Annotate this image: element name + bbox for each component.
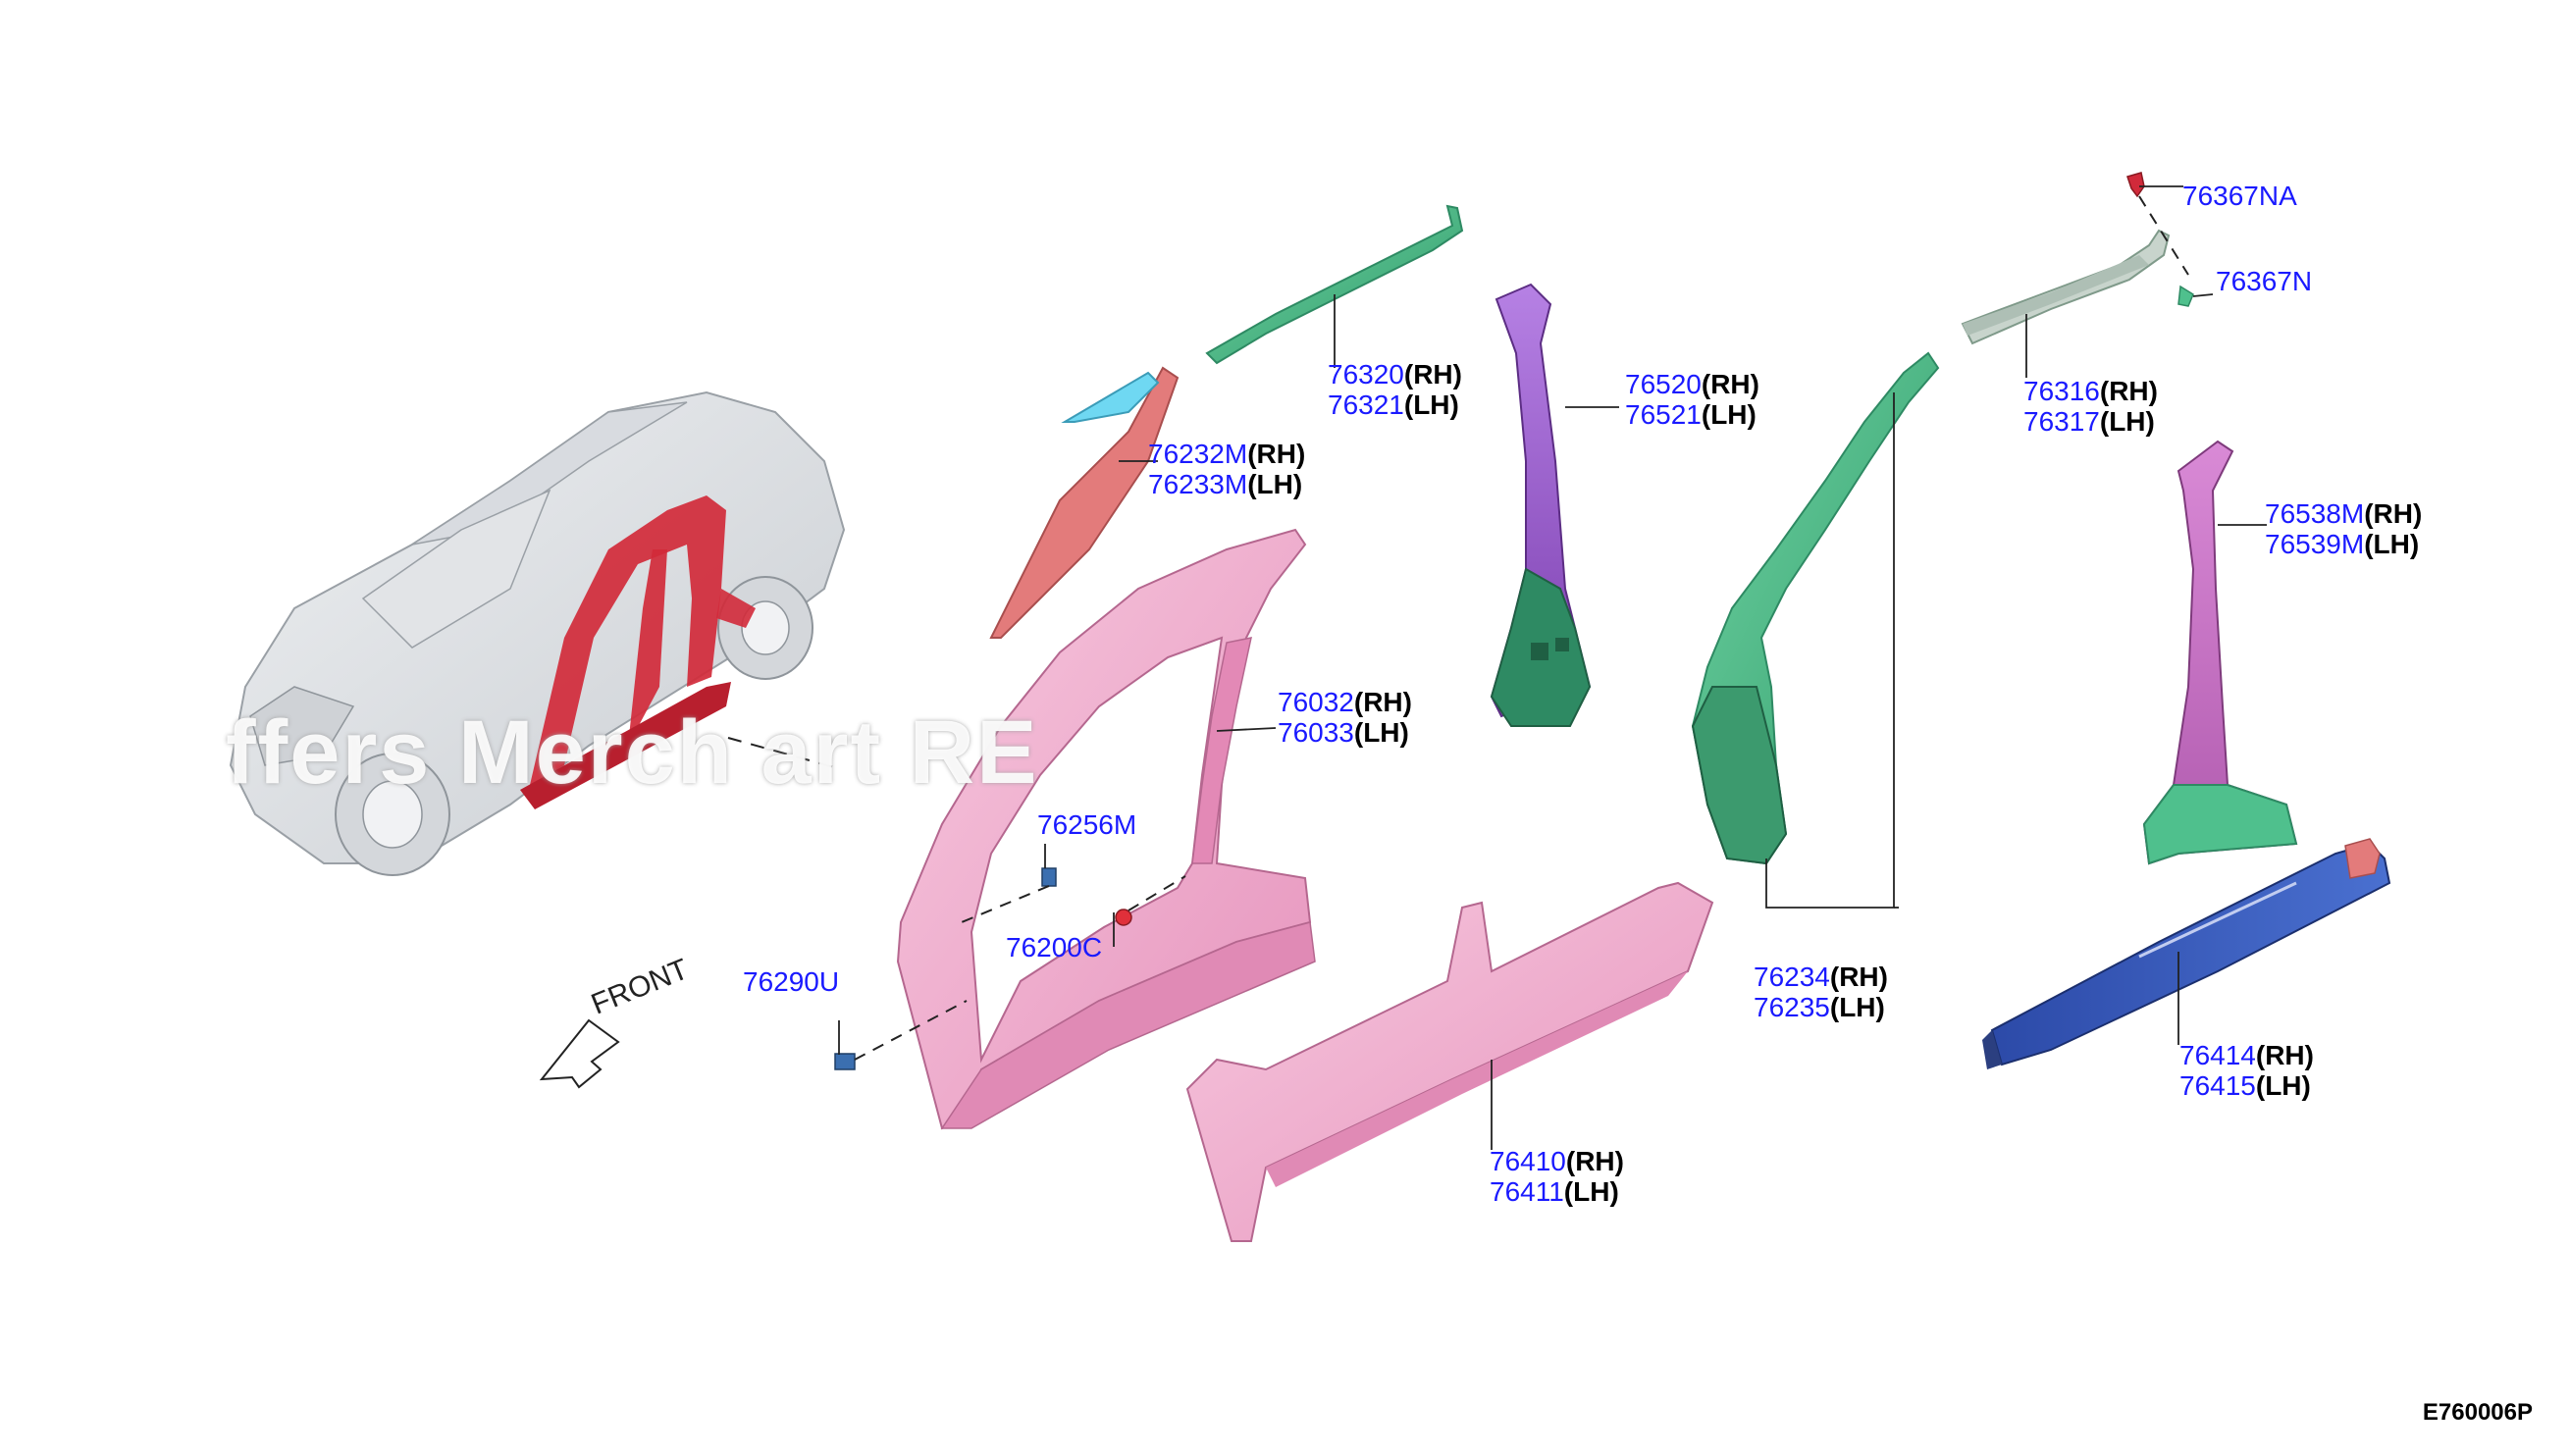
part-76232m-a-pillar-reinforcement: [989, 366, 1180, 639]
part-number: 76316: [2023, 376, 2100, 406]
side-label: (LH): [1403, 390, 1459, 420]
side-label: (RH): [1565, 1146, 1624, 1176]
callout-76367na: 76367NA: [2182, 181, 2297, 211]
side-label: (LH): [2099, 406, 2155, 437]
part-number: 76410: [1490, 1146, 1566, 1176]
part-number: 76539M: [2265, 529, 2365, 559]
diagram-reference-id: E760006P: [2422, 1399, 2533, 1426]
callout-76232m-76233m: 76232M(RH) 76233M(LH): [1148, 439, 1305, 499]
part-76410-sill-outer: [1185, 881, 1714, 1242]
part-76234-center-pillar-outer: [1691, 351, 1940, 865]
part-number: 76232M: [1148, 439, 1248, 469]
part-76316-roof-rail-rear: [1961, 229, 2171, 345]
callout-76520-76521: 76520(RH) 76521(LH): [1625, 369, 1759, 430]
side-label: (RH): [1829, 962, 1888, 992]
part-number: 76414: [2179, 1040, 2256, 1070]
part-76520-center-pillar-inner: [1490, 283, 1592, 727]
side-label: (RH): [2364, 498, 2423, 529]
side-label: (LH): [1247, 469, 1303, 499]
part-76290u-clip: [834, 1000, 968, 1070]
part-number: 76367NA: [2182, 181, 2297, 211]
side-label: (LH): [1829, 992, 1885, 1022]
part-number: 76367N: [2216, 266, 2313, 296]
side-label: (RH): [1247, 439, 1306, 469]
part-76200c-grommet: [1115, 875, 1186, 926]
part-76367na-bracket: [2126, 172, 2189, 276]
front-arrow-icon: [539, 1018, 620, 1089]
part-76538m-rear-pillar: [2142, 440, 2298, 865]
side-label: (RH): [1353, 687, 1412, 717]
side-label: (RH): [1701, 369, 1759, 399]
callout-76410-76411: 76410(RH) 76411(LH): [1490, 1146, 1624, 1207]
part-76032-outer-side-panel: [896, 528, 1316, 1130]
callout-76200c: 76200C: [1006, 932, 1102, 962]
part-number: 76033: [1278, 717, 1354, 748]
callout-76234-76235: 76234(RH) 76235(LH): [1754, 962, 1888, 1022]
part-number: 76256M: [1037, 809, 1137, 840]
leader-lines: [838, 185, 2267, 1150]
part-number: 76320: [1328, 359, 1404, 390]
callout-76290u: 76290U: [743, 966, 839, 997]
callout-76538m-76539m: 76538M(RH) 76539M(LH): [2265, 498, 2422, 559]
part-number: 76538M: [2265, 498, 2365, 529]
side-label: (LH): [2364, 529, 2420, 559]
car-leader-line: [727, 737, 835, 768]
part-number: 76235: [1754, 992, 1830, 1022]
side-label: (RH): [2099, 376, 2158, 406]
side-label: (RH): [1403, 359, 1462, 390]
part-76256m-bracket: [961, 867, 1057, 923]
part-76320-roof-rail-front: [1205, 204, 1464, 365]
part-number: 76233M: [1148, 469, 1248, 499]
side-label: (LH): [1563, 1176, 1619, 1207]
part-number: 76200C: [1006, 932, 1103, 962]
part-76414-sill-inner: [1982, 838, 2391, 1069]
callout-76320-76321: 76320(RH) 76321(LH): [1328, 359, 1462, 420]
part-number: 76321: [1328, 390, 1404, 420]
part-number: 76032: [1278, 687, 1354, 717]
callout-76316-76317: 76316(RH) 76317(LH): [2023, 376, 2158, 437]
part-number: 76290U: [743, 966, 840, 997]
vehicle-overview: [229, 390, 846, 876]
callout-76414-76415: 76414(RH) 76415(LH): [2179, 1040, 2314, 1101]
part-number: 76317: [2023, 406, 2100, 437]
part-number: 76234: [1754, 962, 1830, 992]
side-label: (LH): [2255, 1070, 2311, 1101]
side-label: (RH): [2255, 1040, 2314, 1070]
part-76367n-bracket: [2177, 285, 2194, 307]
side-label: (LH): [1353, 717, 1409, 748]
callout-76256m: 76256M: [1037, 809, 1136, 840]
part-number: 76521: [1625, 399, 1702, 430]
callout-76367n: 76367N: [2216, 266, 2312, 296]
side-label: (LH): [1701, 399, 1757, 430]
part-number: 76415: [2179, 1070, 2256, 1101]
callout-76032-76033: 76032(RH) 76033(LH): [1278, 687, 1412, 748]
part-number: 76520: [1625, 369, 1702, 399]
part-number: 76411: [1490, 1176, 1564, 1207]
